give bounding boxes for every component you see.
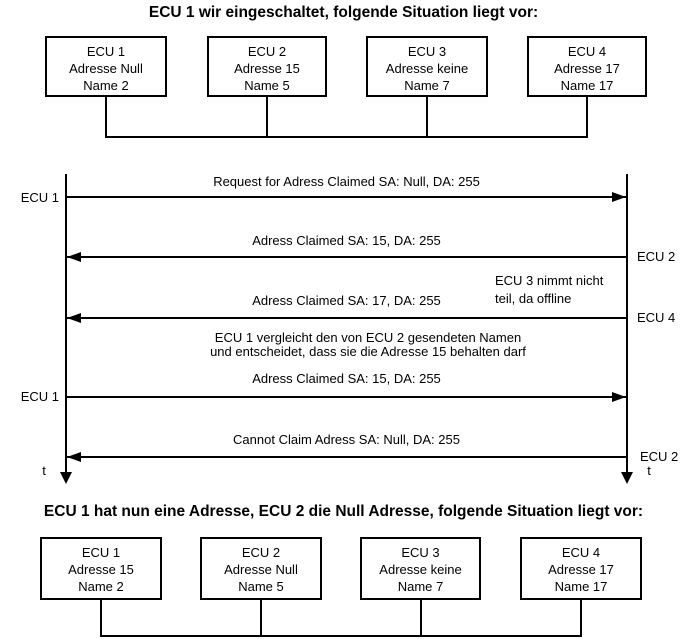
bottom-section-title: ECU 1 hat nun eine Adresse, ECU 2 die Nu… [43, 503, 644, 520]
message-label: Adress Claimed SA: 17, DA: 255 [252, 293, 441, 308]
top-section-title: ECU 1 wir eingeschaltet, folgende Situat… [148, 4, 539, 21]
ecu-address: Adresse 15 [68, 562, 134, 577]
time-axis-label-right: t [647, 463, 651, 478]
ecu-device-name: Name 5 [238, 579, 284, 594]
lifeline-left [65, 174, 67, 474]
time-arrowhead-icon [60, 472, 72, 484]
ecu-box-top-2: ECU 2 Adresse 15 Name 5 [207, 36, 327, 97]
ecu-address: Adresse 17 [548, 562, 614, 577]
arrowhead-left-icon [67, 452, 81, 462]
message-arrow [67, 317, 626, 319]
bus-drop-line [100, 600, 102, 637]
message-arrow [67, 456, 626, 458]
message-arrow [67, 256, 626, 258]
ecu-name: ECU 1 [81, 545, 121, 560]
message-label: Request for Adress Claimed SA: Null, DA:… [213, 174, 480, 189]
bus-line [100, 635, 582, 637]
message-label: Cannot Claim Adress SA: Null, DA: 255 [233, 432, 460, 447]
message-label: Adress Claimed SA: 15, DA: 255 [252, 233, 441, 248]
ecu-name: ECU 1 [86, 44, 126, 59]
note-ecu3-offline-line1: ECU 3 nimmt nicht [495, 273, 604, 288]
ecu-box-bottom-1: ECU 1 Adresse 15 Name 2 [40, 537, 162, 600]
ecu-address: Adresse keine [385, 61, 469, 76]
ecu-name: ECU 2 [247, 44, 287, 59]
sender-label: ECU 2 [640, 449, 679, 464]
ecu-box-top-1: ECU 1 Adresse Null Name 2 [45, 36, 167, 97]
ecu-name: ECU 3 [407, 44, 447, 59]
lifeline-right [626, 174, 628, 474]
ecu-address: Adresse keine [379, 562, 462, 577]
ecu-box-bottom-4: ECU 4 Adresse 17 Name 17 [520, 537, 642, 600]
arrowhead-right-icon [612, 392, 626, 402]
bus-drop-line [580, 600, 582, 637]
arrowhead-left-icon [67, 252, 81, 262]
ecu-device-name: Name 7 [397, 579, 444, 594]
bus-drop-line [105, 97, 107, 138]
bus-drop-line [586, 97, 588, 138]
ecu-device-name: Name 7 [404, 78, 450, 93]
ecu-box-top-4: ECU 4 Adresse 17 Name 17 [527, 36, 647, 97]
sender-label: ECU 2 [637, 249, 676, 264]
sender-label: ECU 1 [20, 190, 59, 205]
note-ecu1-compare-line2: und entscheidet, dass sie die Adresse 15… [210, 344, 526, 359]
ecu-address: Adresse 17 [554, 61, 620, 76]
bus-line [105, 136, 588, 138]
ecu-box-top-3: ECU 3 Adresse keine Name 7 [366, 36, 488, 97]
time-axis-label-left: t [42, 463, 46, 478]
ecu-box-bottom-3: ECU 3 Adresse keine Name 7 [360, 537, 481, 600]
ecu-box-bottom-2: ECU 2 Adresse Null Name 5 [200, 537, 322, 600]
arrowhead-right-icon [612, 192, 626, 202]
ecu-device-name: Name 17 [560, 78, 614, 93]
sender-label: ECU 4 [637, 310, 676, 325]
sender-label: ECU 1 [20, 389, 59, 404]
ecu-address: Adresse 15 [234, 61, 300, 76]
message-arrow [67, 396, 626, 398]
note-ecu3-offline-line2: teil, da offline [495, 291, 572, 306]
ecu-device-name: Name 2 [78, 579, 124, 594]
bus-drop-line [426, 97, 428, 138]
ecu-device-name: Name 2 [83, 78, 129, 93]
ecu-name: ECU 4 [561, 545, 601, 560]
bus-drop-line [266, 97, 268, 138]
bus-drop-line [420, 600, 422, 637]
arrowhead-left-icon [67, 313, 81, 323]
ecu-name: ECU 3 [401, 545, 440, 560]
ecu-device-name: Name 17 [554, 579, 608, 594]
message-arrow [67, 196, 626, 198]
bus-drop-line [260, 600, 262, 637]
message-label: Adress Claimed SA: 15, DA: 255 [252, 371, 441, 386]
ecu-device-name: Name 5 [244, 78, 290, 93]
ecu-address: Adresse Null [69, 61, 143, 76]
time-arrowhead-icon [621, 472, 633, 484]
ecu-address: Adresse Null [224, 562, 298, 577]
ecu-name: ECU 4 [567, 44, 607, 59]
ecu-name: ECU 2 [241, 545, 281, 560]
note-ecu1-compare-line1: ECU 1 vergleicht den von ECU 2 gesendete… [214, 330, 522, 345]
